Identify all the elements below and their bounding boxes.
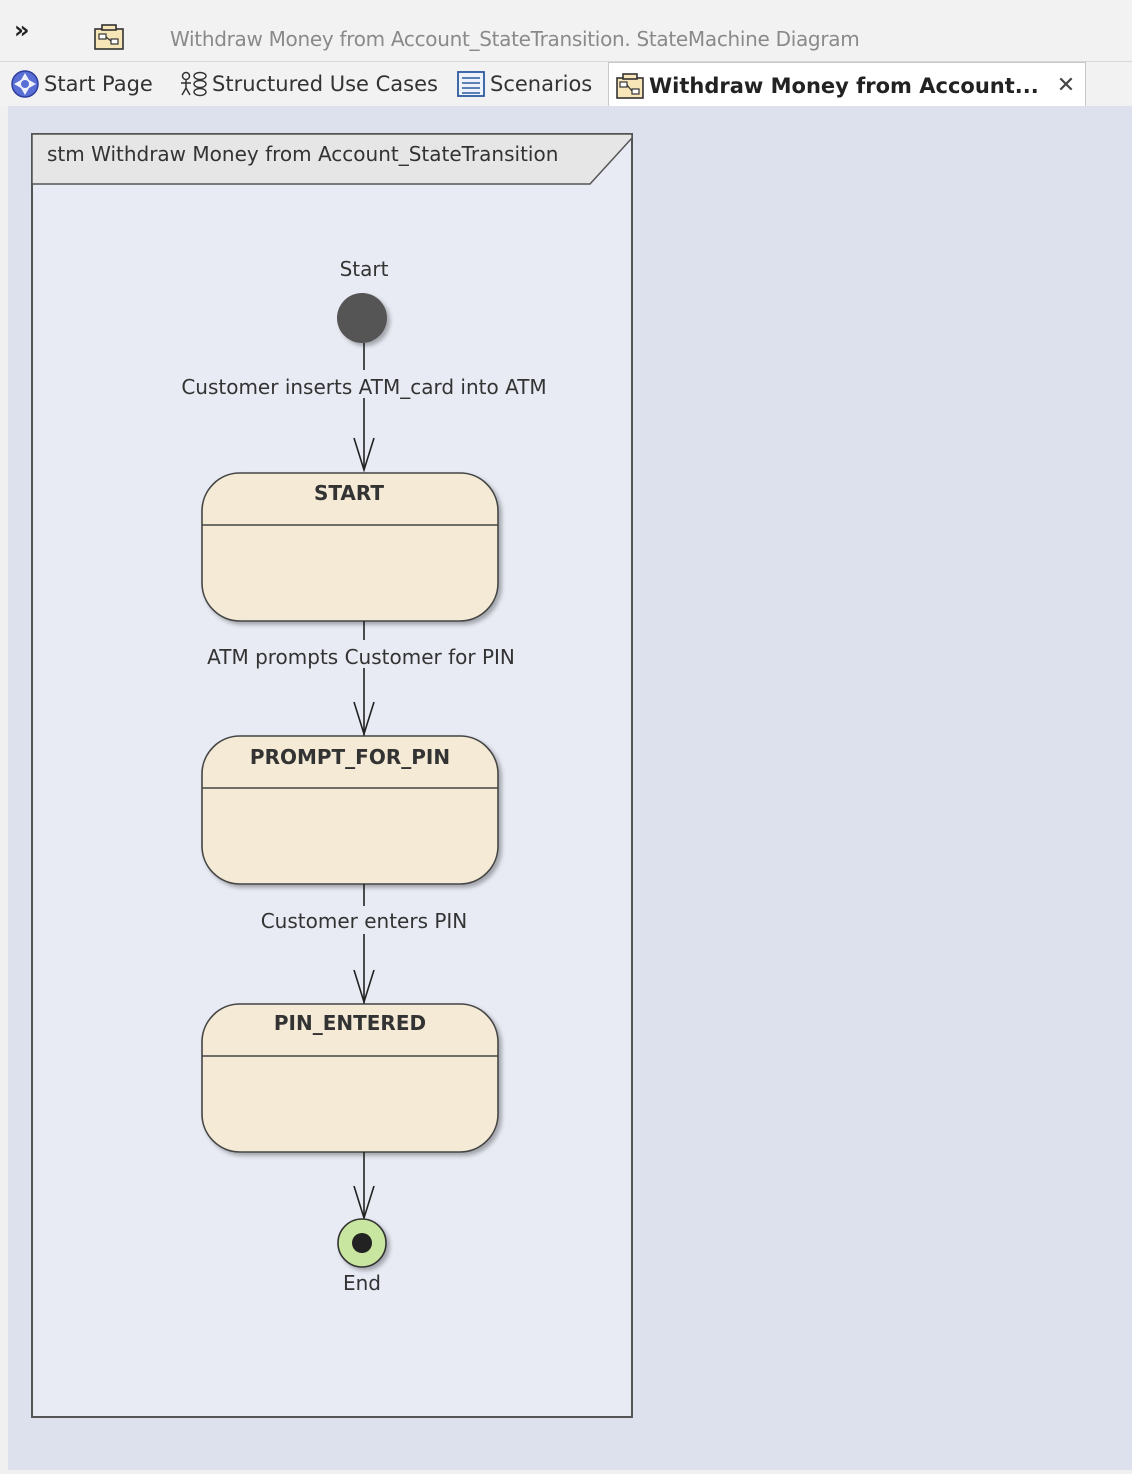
tab-label: Structured Use Cases: [212, 72, 438, 96]
transition-label: ATM prompts Customer for PIN: [207, 645, 515, 669]
state-machine-diagram: stm Withdraw Money from Account_StateTra…: [31, 133, 633, 1418]
tab-withdraw-money-diagram[interactable]: Withdraw Money from Account... ✕: [608, 62, 1087, 108]
structured-use-cases-icon: [181, 71, 207, 97]
tab-label: Withdraw Money from Account...: [649, 73, 1039, 98]
arrowhead: [353, 1185, 375, 1221]
frame-header: [31, 133, 633, 185]
statemachine-diagram-icon: [616, 72, 644, 99]
state-name: START: [314, 481, 384, 505]
label-background: [258, 906, 472, 934]
transition-label: Customer enters PIN: [261, 909, 468, 933]
tab-structured-use-cases[interactable]: Structured Use Cases: [178, 62, 438, 106]
state-prompt-for-pin[interactable]: [201, 735, 499, 885]
transition-label: Customer inserts ATM_card into ATM: [181, 375, 546, 399]
tab-label: Start Page: [44, 72, 153, 96]
initial-node[interactable]: [337, 293, 387, 343]
frame-label: stm Withdraw Money from Account_StateTra…: [47, 142, 558, 166]
diagram-canvas[interactable]: stm Withdraw Money from Account_StateTra…: [8, 106, 1132, 1470]
statemachine-diagram-icon: [94, 24, 124, 50]
state-name: PROMPT_FOR_PIN: [250, 745, 450, 769]
tab-scenarios[interactable]: Scenarios: [456, 62, 592, 106]
arrowhead: [353, 969, 375, 1005]
final-node-label: End: [343, 1271, 381, 1295]
arrowhead: [353, 701, 375, 737]
state-pin-entered[interactable]: [201, 1003, 499, 1153]
close-tab-icon[interactable]: ✕: [1056, 73, 1076, 98]
initial-node-label: Start: [340, 257, 389, 281]
tab-start-page[interactable]: Start Page: [10, 62, 153, 106]
window-title: Withdraw Money from Account_StateTransit…: [170, 27, 860, 51]
start-page-icon: [11, 70, 39, 98]
state-name: PIN_ENTERED: [274, 1011, 426, 1035]
label-background: [204, 640, 524, 668]
tab-bar: Start Page Structured Use Cases Scenario…: [0, 62, 1132, 108]
tab-label: Scenarios: [490, 72, 593, 96]
title-bar: » Withdraw Money from Account_StateTrans…: [0, 0, 1132, 62]
expand-chevron-button[interactable]: »: [14, 16, 30, 44]
final-node-core: [352, 1233, 372, 1253]
scenarios-icon: [457, 71, 485, 97]
state-start[interactable]: [201, 472, 499, 622]
arrowhead: [353, 437, 375, 473]
label-background: [180, 370, 550, 398]
